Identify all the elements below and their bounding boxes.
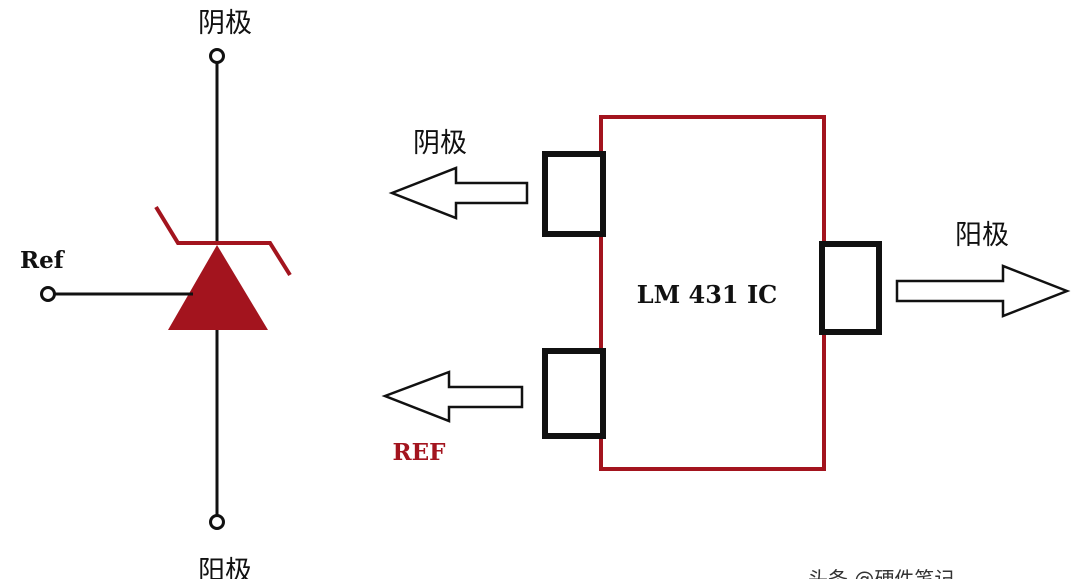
watermark-text: 头条 @硬件笔记	[808, 567, 954, 579]
cathode-terminal-circle	[209, 48, 225, 64]
anode-pin	[819, 241, 882, 335]
symbol-anode-label: 阳极	[198, 556, 252, 579]
ic-body	[599, 115, 826, 471]
regulator-triangle	[168, 245, 268, 330]
cathode-arrow	[388, 166, 529, 220]
anode-terminal-circle	[209, 514, 225, 530]
ic-title: LM 431 IC	[637, 280, 778, 309]
anode-arrow	[895, 264, 1071, 318]
regulator-bar	[154, 205, 292, 277]
symbol-cathode-label: 阴极	[198, 8, 252, 39]
ref-arrow	[381, 370, 524, 423]
ic-block: LM 431 IC 阴极 REF 阳极	[381, 115, 1071, 471]
ref-pin	[542, 348, 606, 439]
ic-ref-label: REF	[393, 439, 447, 466]
ref-terminal-circle	[40, 286, 56, 302]
symbol-ref-label: Ref	[20, 247, 66, 274]
ic-anode-label: 阳极	[955, 220, 1009, 251]
tl431-symbol: 阴极 Ref 阳极	[20, 8, 292, 579]
ic-cathode-label: 阴极	[413, 128, 467, 159]
cathode-pin	[542, 151, 606, 237]
